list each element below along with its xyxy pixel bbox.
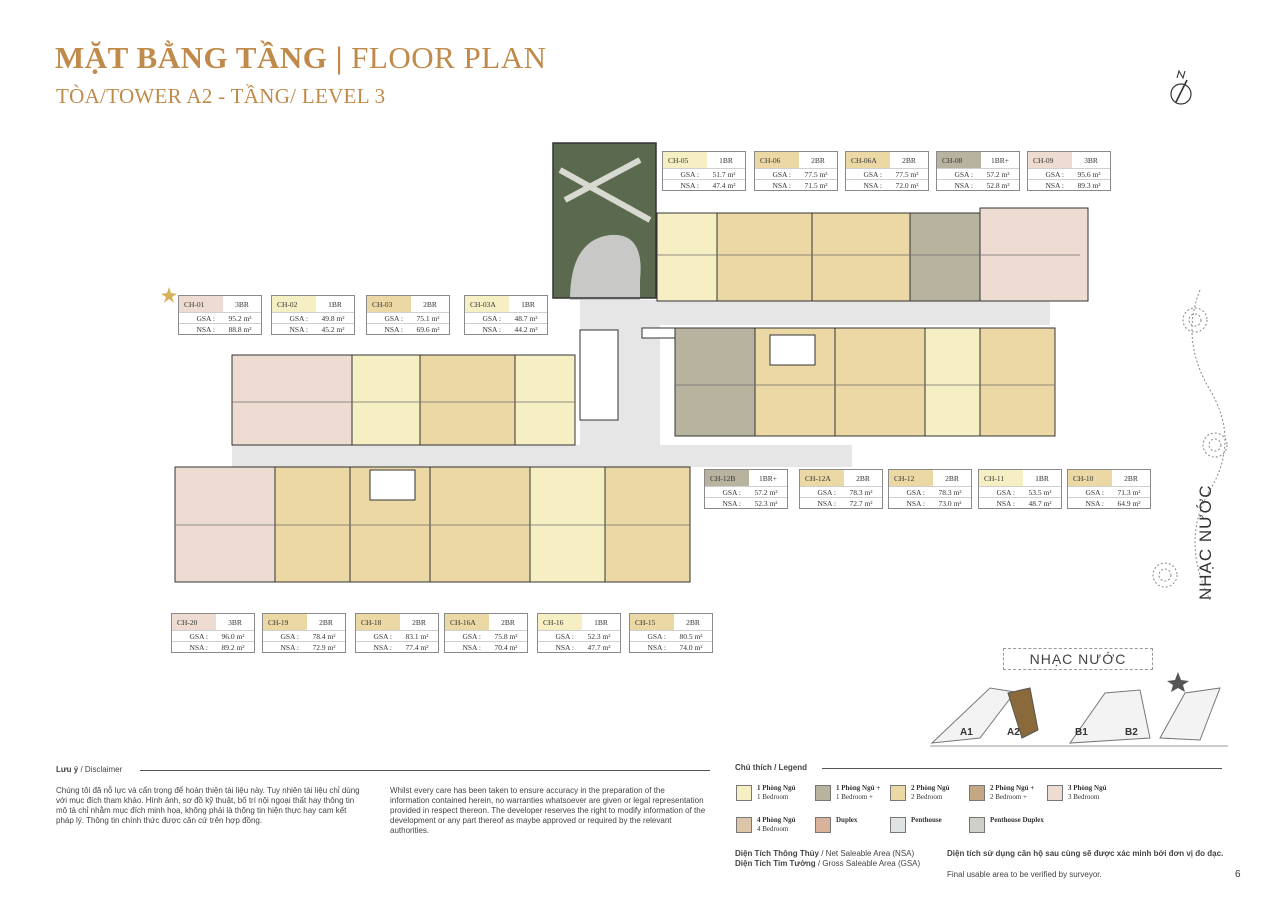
disclaimer-vi: Chúng tôi đã nỗ lực và cẩn trọng để hoàn… — [56, 786, 360, 825]
disclaimer-rule — [140, 770, 710, 771]
legend-duplex: Duplex — [836, 816, 858, 824]
fountain-outline — [1152, 289, 1228, 601]
legend-title: Chú thích / Legend — [735, 763, 807, 772]
legend-swatch-1brplus — [815, 785, 831, 801]
legend-swatch-penthouse — [890, 817, 906, 833]
legend-rule — [822, 768, 1222, 769]
left-units — [231, 329, 619, 446]
legend-penthouse: Penthouse — [911, 816, 942, 824]
gsa-note: Diện Tích Tim Tường / Gross Saleable Are… — [735, 859, 921, 868]
tower-b2-label: B2 — [1125, 727, 1138, 738]
verify-note-en: Final usable area to be verified by surv… — [947, 870, 1102, 879]
disclaimer-title: Lưu ý / Disclaimer — [56, 765, 123, 774]
keymap-label: NHẠC NƯỚC — [1003, 648, 1153, 670]
tower-b1-label: B1 — [1075, 727, 1088, 738]
page-title: MẶT BẰNG TẦNG | FLOOR PLAN — [55, 40, 547, 76]
legend-swatch-penthouse-duplex — [969, 817, 985, 833]
verify-note-vi: Diện tích sử dụng căn hộ sau cùng sẽ đượ… — [947, 849, 1224, 858]
site-keymap — [930, 672, 1228, 747]
legend-penthouse-duplex: Penthouse Duplex — [990, 816, 1044, 824]
bottom-units — [174, 466, 691, 583]
nhac-nuoc-side-label: NHẠC NƯỚC — [1196, 484, 1215, 600]
legend-1brplus: 1 Phòng Ngủ +1 Bedroom + — [836, 784, 881, 801]
tower-a1-label: A1 — [960, 727, 973, 738]
legend-swatch-1br — [736, 785, 752, 801]
page-subtitle: TÒA/TOWER A2 - TẦNG/ LEVEL 3 — [56, 84, 386, 108]
top-units — [656, 207, 1089, 302]
page-number: 6 — [1235, 869, 1241, 880]
page-title-vi: MẶT BẰNG TẦNG | — [55, 40, 343, 75]
page-title-en: FLOOR PLAN — [351, 40, 547, 75]
side-label-wrap: NHẠC NƯỚC — [1196, 484, 1216, 610]
tower-a2-label: A2 — [1007, 727, 1020, 738]
legend-swatch-duplex — [815, 817, 831, 833]
floor-plan-drawing — [174, 142, 1089, 583]
entrance-star-icon — [161, 287, 177, 303]
nsa-note: Diện Tích Thông Thủy / Net Saleable Area… — [735, 849, 915, 858]
legend-swatch-2br — [890, 785, 906, 801]
legend-2brplus: 2 Phòng Ngủ +2 Bedroom + — [990, 784, 1035, 801]
north-compass-icon — [1170, 69, 1192, 105]
legend-swatch-4br — [736, 817, 752, 833]
legend-swatch-2brplus — [969, 785, 985, 801]
right-units — [641, 327, 1056, 437]
disclaimer-en: Whilst every care has been taken to ensu… — [390, 786, 706, 835]
legend-swatch-3br — [1047, 785, 1063, 801]
